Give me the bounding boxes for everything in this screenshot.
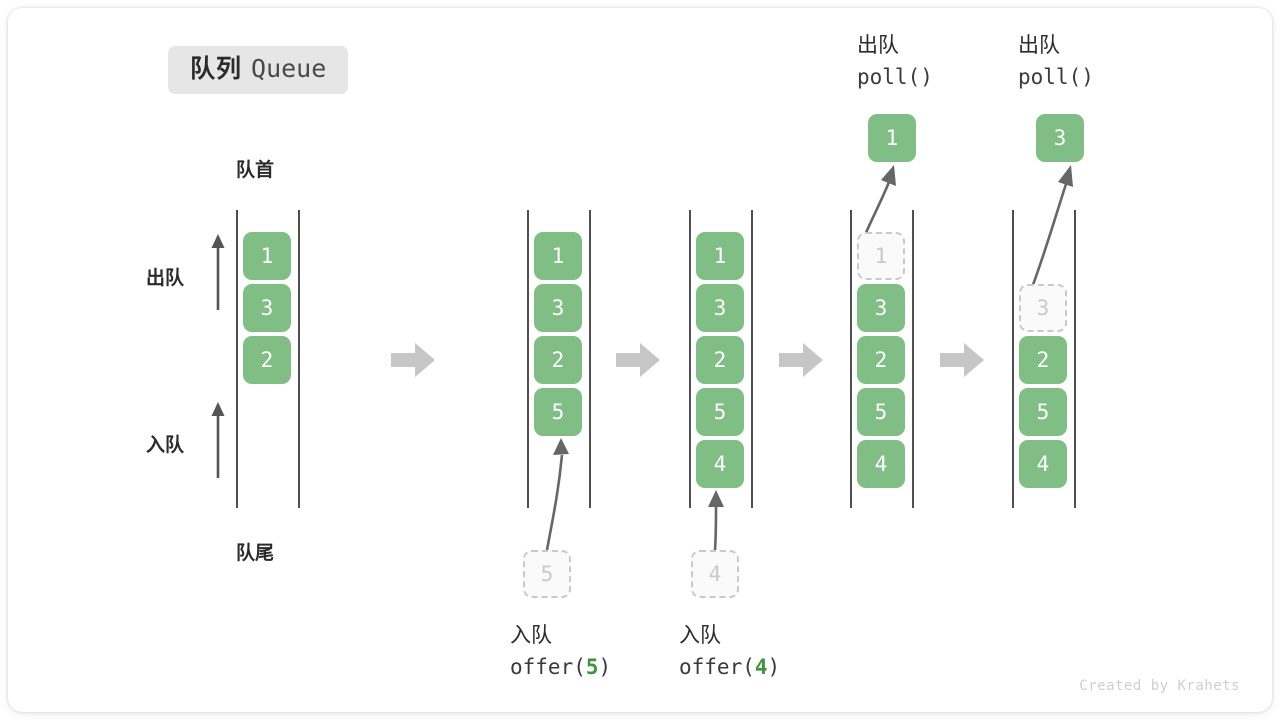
incoming-element-ghost: 4	[691, 550, 739, 598]
enqueue-direction-arrow	[211, 402, 225, 478]
step-header-poll-1: 出队 poll()	[857, 30, 933, 93]
queue-cell: 2	[534, 336, 582, 384]
step-caption-offer-4: 入队 offer(4)	[679, 620, 780, 683]
header-chinese: 出队	[1018, 34, 1060, 57]
queue-rail-left	[236, 210, 238, 508]
caption-code-suffix: )	[598, 654, 612, 679]
caption-code-suffix: )	[767, 654, 781, 679]
diagram-title-badge: 队列 Queue	[168, 46, 349, 94]
queue-cell: 5	[534, 388, 582, 436]
queue-cell: 4	[1019, 440, 1067, 488]
queue-cell: 1	[243, 232, 291, 280]
header-chinese: 出队	[857, 34, 899, 57]
queue-cell: 3	[534, 284, 582, 332]
queue-rail-right	[912, 210, 914, 508]
dequeue-motion-arrow	[1028, 165, 1073, 294]
queue-rail-right	[298, 210, 300, 508]
polled-element: 3	[1036, 114, 1084, 162]
step-header-poll-3: 出队 poll()	[1018, 30, 1094, 93]
step-transition-arrow	[940, 343, 984, 377]
queue-cell: 2	[243, 336, 291, 384]
caption-code-arg: 5	[585, 654, 599, 679]
enqueue-motion-arrow	[545, 438, 569, 551]
watermark-credit: Created by Krahets	[1079, 678, 1240, 694]
queue-cell: 4	[857, 440, 905, 488]
step-transition-arrow	[391, 343, 435, 377]
queue-rail-right	[589, 210, 591, 508]
header-code: poll()	[857, 64, 933, 89]
queue-cell: 2	[1019, 336, 1067, 384]
queue-cell: 4	[696, 440, 744, 488]
queue-cell: 2	[696, 336, 744, 384]
step-caption-offer-5: 入队 offer(5)	[510, 620, 611, 683]
head-label: 队首	[236, 160, 275, 181]
queue-rail-left	[850, 210, 852, 508]
title-chinese: 队列	[190, 55, 243, 83]
queue-rail-left	[689, 210, 691, 508]
dequeue-direction-arrow	[211, 234, 225, 310]
dequeue-label: 出队	[146, 268, 185, 289]
queue-rail-left	[1012, 210, 1014, 508]
queue-cell: 3	[243, 284, 291, 332]
caption-code-prefix: offer(	[510, 654, 586, 679]
queue-cell: 2	[857, 336, 905, 384]
caption-chinese: 入队	[510, 624, 552, 647]
header-code: poll()	[1018, 64, 1094, 89]
caption-code-prefix: offer(	[679, 654, 755, 679]
queue-cell: 1	[534, 232, 582, 280]
caption-code-arg: 4	[754, 654, 768, 679]
queue-cell-vacated: 3	[1019, 284, 1067, 332]
queue-cell: 5	[696, 388, 744, 436]
queue-rail-right	[1074, 210, 1076, 508]
step-transition-arrow	[616, 343, 660, 377]
incoming-element-ghost: 5	[523, 550, 571, 598]
title-english: Queue	[251, 54, 327, 83]
queue-rail-right	[751, 210, 753, 508]
queue-cell: 5	[1019, 388, 1067, 436]
polled-element: 1	[868, 114, 916, 162]
queue-cell: 5	[857, 388, 905, 436]
enqueue-motion-arrow	[708, 490, 724, 551]
enqueue-label: 入队	[146, 435, 185, 456]
tail-label: 队尾	[236, 543, 275, 564]
queue-rail-left	[527, 210, 529, 508]
step-transition-arrow	[779, 343, 823, 377]
caption-chinese: 入队	[679, 624, 721, 647]
queue-cell: 3	[696, 284, 744, 332]
queue-cell: 3	[857, 284, 905, 332]
queue-cell: 1	[696, 232, 744, 280]
queue-cell-vacated: 1	[857, 232, 905, 280]
